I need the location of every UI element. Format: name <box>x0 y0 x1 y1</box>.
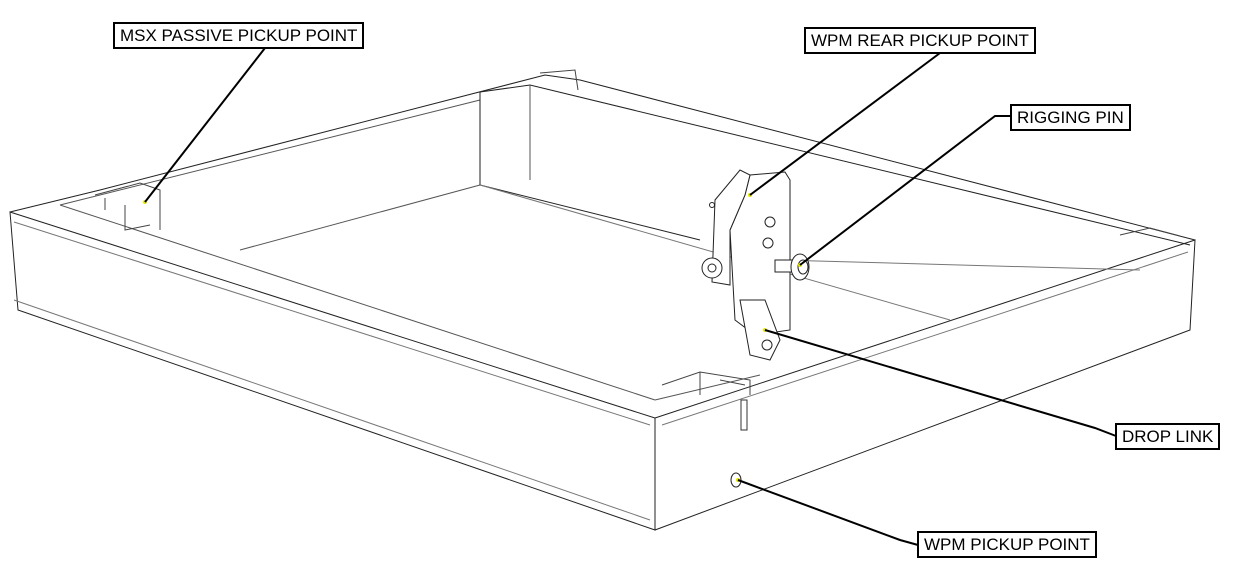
wpm-pickup-hole <box>730 472 742 488</box>
right-face <box>654 239 1196 531</box>
label-drop-link: DROP LINK <box>1115 423 1221 450</box>
pickup-markers <box>143 193 802 482</box>
front-face <box>9 211 656 531</box>
label-rigging-pin: RIGGING PIN <box>1010 104 1131 131</box>
label-wpm-pickup-point: WPM PICKUP POINT <box>917 531 1097 558</box>
label-wpm-rear-pickup-point: WPM REAR PICKUP POINT <box>804 27 1036 54</box>
rigging-hardware <box>701 169 810 361</box>
label-msx-passive-pickup-point: MSX PASSIVE PICKUP POINT <box>113 22 365 49</box>
leader-lines <box>144 47 1117 546</box>
